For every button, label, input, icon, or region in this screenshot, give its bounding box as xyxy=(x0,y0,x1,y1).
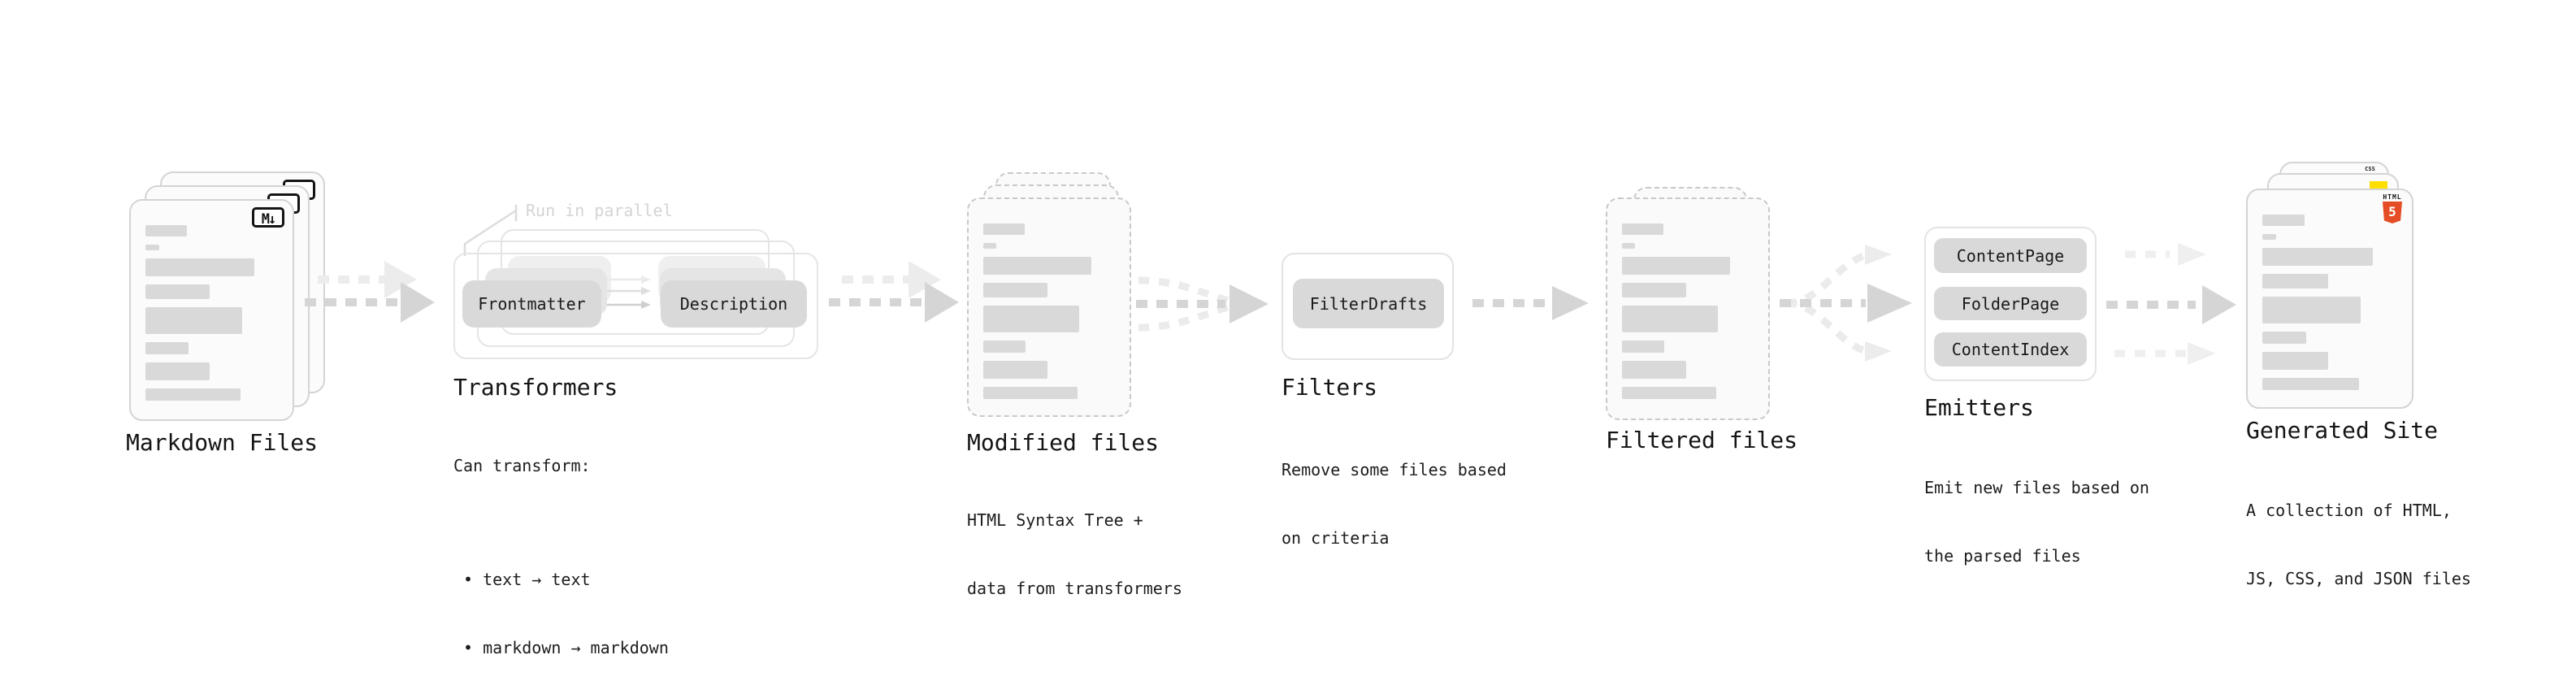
html5-icon: HTML 5 xyxy=(2383,194,2402,223)
modified-file-card-front xyxy=(967,197,1131,417)
content-bar xyxy=(1622,257,1730,275)
stage-title-filters: Filters xyxy=(1281,374,1378,401)
html5-icon-word: HTML xyxy=(2383,193,2402,201)
filtered-file-card-front xyxy=(1606,197,1770,420)
content-bar xyxy=(145,362,210,380)
stage-title-filtered-files: Filtered files xyxy=(1606,427,1798,453)
run-in-parallel-note: Run in parallel xyxy=(526,201,673,220)
filters-subtitle-line: Remove some files based xyxy=(1281,460,1507,479)
content-bar xyxy=(145,225,188,236)
content-bar xyxy=(1622,223,1663,235)
frontmatter-chip: Frontmatter xyxy=(462,280,601,327)
content-bar xyxy=(145,342,189,354)
emitters-subtitle-line: Emit new files based on xyxy=(1924,478,2149,497)
filter-drafts-chip: FilterDrafts xyxy=(1293,279,1444,328)
emitters-subtitle-line: the parsed files xyxy=(1924,546,2081,566)
callout-line-icon xyxy=(463,205,518,256)
emitter-chip-content-index: ContentIndex xyxy=(1934,332,2087,367)
js-icon xyxy=(2370,181,2387,189)
file-content-placeholder xyxy=(1622,223,1755,399)
stage-title-emitters: Emitters xyxy=(1924,394,2034,421)
html5-shield: 5 xyxy=(2383,202,2402,223)
generated-file-card-html: HTML 5 xyxy=(2246,189,2413,409)
content-bar xyxy=(1622,387,1717,399)
content-bar xyxy=(2262,352,2328,370)
markdown-icon: M↓ xyxy=(252,207,284,228)
transformer-bullet: • text → text xyxy=(463,570,591,589)
content-bar xyxy=(1622,243,1636,249)
transformers-desc-heading: Can transform: xyxy=(453,456,591,475)
content-bar xyxy=(145,284,210,299)
content-bar xyxy=(983,283,1047,297)
emitter-chip-content-page: ContentPage xyxy=(1934,238,2087,273)
css-icon-label: CSS xyxy=(2365,166,2375,172)
file-content-placeholder xyxy=(145,225,280,401)
flow-arrow-diverge-icon xyxy=(1780,245,1912,362)
filters-subtitle-line: on criteria xyxy=(1281,528,1390,548)
content-bar xyxy=(1622,361,1686,379)
content-bar xyxy=(2262,378,2360,390)
flow-arrow-icon xyxy=(1472,286,1589,320)
file-content-placeholder xyxy=(2262,215,2399,390)
modified-subtitle-line: HTML Syntax Tree + xyxy=(967,510,1143,530)
flow-arrow-double-icon xyxy=(305,261,435,323)
modified-subtitle-line: data from transformers xyxy=(967,579,1182,598)
stage-title-modified-files: Modified files xyxy=(967,429,1160,456)
stage-title-transformers: Transformers xyxy=(453,374,618,401)
content-bar xyxy=(983,243,997,249)
content-bar xyxy=(983,257,1091,275)
emitter-chip-folder-page: FolderPage xyxy=(1934,287,2087,320)
flow-arrow-triple-icon xyxy=(2106,243,2236,365)
content-bar xyxy=(983,340,1026,353)
markdown-file-card-front: M↓ xyxy=(129,199,294,421)
stage-title-generated-site: Generated Site xyxy=(2246,417,2439,444)
content-bar xyxy=(983,306,1080,332)
generated-subtitle-line: JS, CSS, and JSON files xyxy=(2246,569,2471,588)
content-bar xyxy=(145,258,254,276)
content-bar xyxy=(2262,248,2374,266)
content-bar xyxy=(2262,215,2305,226)
content-bar xyxy=(145,388,241,401)
flow-arrow-double-icon xyxy=(829,261,959,323)
content-bar xyxy=(145,307,242,334)
content-bar xyxy=(1622,283,1686,297)
content-bar xyxy=(145,245,159,250)
transformer-bullet: • markdown → markdown xyxy=(463,638,669,657)
content-bar xyxy=(1622,340,1665,353)
content-bar xyxy=(983,223,1025,235)
generated-subtitle-line: A collection of HTML, xyxy=(2246,501,2452,520)
flow-arrow-converge-icon xyxy=(1136,276,1268,332)
mini-arrows-icon xyxy=(607,275,651,309)
transformer-outline-front xyxy=(453,253,818,359)
content-bar xyxy=(2262,332,2306,344)
content-bar xyxy=(2262,297,2361,323)
file-content-placeholder xyxy=(983,223,1117,399)
description-chip: Description xyxy=(661,280,807,327)
content-bar xyxy=(2262,234,2276,240)
content-bar xyxy=(1622,306,1719,332)
content-bar xyxy=(983,361,1047,379)
content-bar xyxy=(983,387,1078,399)
stage-title-markdown-files: Markdown Files xyxy=(126,429,319,456)
content-bar xyxy=(2262,274,2328,288)
